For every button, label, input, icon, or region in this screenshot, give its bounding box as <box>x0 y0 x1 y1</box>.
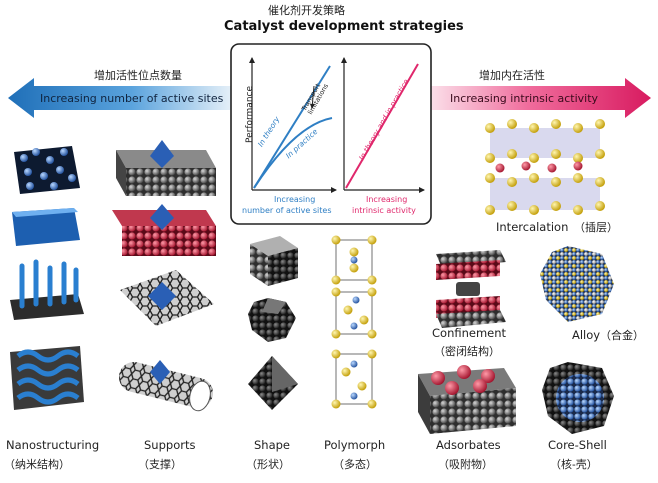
right-arrow-label-cn: 增加内在活性 <box>479 69 545 82</box>
left-arrow-label-cn: 增加活性位点数量 <box>94 69 182 82</box>
label-adsorbates: Adsorbates <box>436 438 501 452</box>
label-polymorph: Polymorph <box>324 438 386 452</box>
confinement-illustration <box>436 250 506 328</box>
label-shape: Shape <box>254 438 291 452</box>
label-supports-cn: （支撑） <box>138 458 182 471</box>
in-theory-line <box>253 65 331 189</box>
title-en: Catalyst development strategies <box>224 19 464 34</box>
label-nanostructuring: Nanostructuring <box>6 438 100 452</box>
label-adsorbates-cn: （吸附物） <box>438 458 493 471</box>
right-plot-xlabel-1: Increasing <box>366 195 408 204</box>
nanostructuring-illustrations <box>10 146 84 410</box>
in-practice-curve <box>253 117 333 189</box>
left-plot-xlabel-1: Increasing <box>274 195 316 204</box>
label-nanostructuring-cn: （纳米结构） <box>4 458 70 471</box>
label-intercalation: Intercalation <box>496 220 569 234</box>
label-confinement-cn: （密闭结构） <box>434 345 500 358</box>
label-alloy-cn: （合金） <box>600 329 644 342</box>
center-panel-frame <box>230 43 432 225</box>
label-intercalation-cn: （插层） <box>574 221 618 234</box>
core-shell-illustration <box>542 362 614 434</box>
label-alloy: Alloy <box>572 328 601 342</box>
right-plot-xlabel-2: intrinsic activity <box>352 206 416 215</box>
label-confinement: Confinement <box>432 326 507 340</box>
label-core-shell: Core-Shell <box>548 438 607 452</box>
intercalation-illustration <box>485 119 605 215</box>
left-arrow-label-en: Increasing number of active sites <box>40 92 224 105</box>
title-cn: 催化剂开发策略 <box>268 4 345 17</box>
left-plot-xlabel-2: number of active sites <box>242 206 332 215</box>
label-core-shell-cn: （核-壳） <box>550 458 598 471</box>
alloy-illustration <box>540 246 614 322</box>
polymorph-illustrations <box>331 235 377 409</box>
left-arrow <box>8 78 232 118</box>
shape-illustrations <box>248 236 298 410</box>
right-plot <box>341 57 425 193</box>
right-arrow <box>428 78 651 118</box>
supports-illustrations <box>112 140 216 412</box>
label-polymorph-cn: （多态） <box>333 458 377 471</box>
label-supports: Supports <box>144 438 196 452</box>
y-axis-label: Performance <box>245 85 256 144</box>
adsorbates-illustration <box>418 365 516 434</box>
label-shape-cn: （形状） <box>246 458 290 471</box>
right-arrow-label-en: Increasing intrinsic activity <box>450 92 599 105</box>
theory-practice-line <box>345 63 419 189</box>
left-plot <box>249 57 337 193</box>
